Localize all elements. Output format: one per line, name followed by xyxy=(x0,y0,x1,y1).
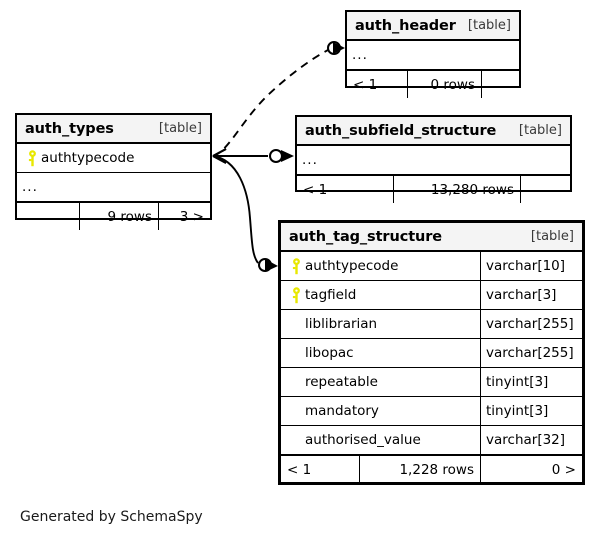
column-name-text: tagfield xyxy=(305,287,357,303)
footer-row-count: 0 rows xyxy=(407,71,481,98)
footer-parent-count: < 1 xyxy=(353,76,378,93)
table-title: auth_header xyxy=(355,17,456,34)
column-name-cell: libopac xyxy=(281,339,480,367)
table-header-auth-tag-structure: auth_tag_structure [table] xyxy=(281,223,582,252)
footer-child-count: 3 > xyxy=(158,203,210,230)
table-auth-subfield-structure[interactable]: auth_subfield_structure [table] ... < 1 … xyxy=(295,115,572,203)
primary-key-icon xyxy=(23,149,41,167)
footer-parent-count xyxy=(17,203,79,230)
table-footer: < 1 13,280 rows xyxy=(297,175,570,203)
table-footer: 9 rows 3 > xyxy=(17,202,210,230)
table-type-tag: [table] xyxy=(530,229,574,244)
column-name-cell: authtypecode xyxy=(17,144,210,172)
table-type-tag: [table] xyxy=(158,121,202,136)
column-type-cell: tinyint[3] xyxy=(480,368,582,396)
footer-row-count: 13,280 rows xyxy=(393,176,520,203)
column-name-text: liblibrarian xyxy=(305,316,378,332)
column-name-text: mandatory xyxy=(305,403,379,419)
table-title: auth_subfield_structure xyxy=(305,122,497,139)
primary-key-icon xyxy=(287,286,305,304)
table-footer: < 1 1,228 rows 0 > xyxy=(281,455,582,483)
footer-parent-count: < 1 xyxy=(303,181,328,198)
table-row[interactable]: repeatable tinyint[3] xyxy=(281,368,582,397)
table-row[interactable]: libopac varchar[255] xyxy=(281,339,582,368)
column-name-text: repeatable xyxy=(305,374,378,390)
footer-child-count xyxy=(481,71,519,98)
column-name-text: authtypecode xyxy=(305,258,399,274)
table-header-auth-header: auth_header [table] xyxy=(347,12,519,41)
column-name-text: authorised_value xyxy=(305,432,421,448)
table-auth-types[interactable]: auth_types [table] authtypecode ... 9 ro xyxy=(15,113,212,230)
column-row[interactable]: authtypecode xyxy=(17,144,210,173)
table-title: auth_tag_structure xyxy=(289,228,443,245)
edge-auth-types-auth-subfield-structure xyxy=(212,148,294,164)
column-type-cell: varchar[255] xyxy=(480,310,582,338)
column-type-cell: varchar[255] xyxy=(480,339,582,367)
columns-collapsed-indicator[interactable]: ... xyxy=(17,173,210,202)
table-auth-tag-structure[interactable]: auth_tag_structure [table] authtypecode … xyxy=(278,220,585,485)
column-name-cell: mandatory xyxy=(281,397,480,425)
diagram-caption: Generated by SchemaSpy xyxy=(20,509,203,525)
column-type-cell: varchar[10] xyxy=(480,252,582,280)
column-name-cell: liblibrarian xyxy=(281,310,480,338)
column-type-cell: varchar[3] xyxy=(480,281,582,309)
table-type-tag: [table] xyxy=(467,18,511,33)
footer-row-count: 9 rows xyxy=(79,203,158,230)
column-name-cell: authtypecode xyxy=(281,252,480,280)
columns-collapsed-indicator[interactable]: ... xyxy=(347,41,519,70)
table-type-tag: [table] xyxy=(518,123,562,138)
table-row[interactable]: tagfield varchar[3] xyxy=(281,281,582,310)
column-name-text: libopac xyxy=(305,345,354,361)
column-type-cell: varchar[32] xyxy=(480,426,582,454)
table-row[interactable]: authtypecode varchar[10] xyxy=(281,252,582,281)
table-auth-header[interactable]: auth_header [table] ... < 1 0 rows xyxy=(345,10,521,98)
edge-auth-types-auth-tag-structure xyxy=(212,155,278,272)
table-row[interactable]: liblibrarian varchar[255] xyxy=(281,310,582,339)
primary-key-icon xyxy=(287,257,305,275)
column-name-text: authtypecode xyxy=(41,150,135,166)
footer-row-count: 1,228 rows xyxy=(359,456,480,483)
table-row[interactable]: mandatory tinyint[3] xyxy=(281,397,582,426)
column-name-cell: authorised_value xyxy=(281,426,480,454)
footer-parent-count: < 1 xyxy=(287,461,312,478)
footer-child-count xyxy=(520,176,570,203)
table-row[interactable]: authorised_value varchar[32] xyxy=(281,426,582,455)
table-header-auth-types: auth_types [table] xyxy=(17,115,210,144)
column-name-cell: repeatable xyxy=(281,368,480,396)
column-type-cell: tinyint[3] xyxy=(480,397,582,425)
table-title: auth_types xyxy=(25,120,114,137)
columns-collapsed-indicator[interactable]: ... xyxy=(297,146,570,175)
table-footer: < 1 0 rows xyxy=(347,70,519,98)
column-name-cell: tagfield xyxy=(281,281,480,309)
table-header-auth-subfield-structure: auth_subfield_structure [table] xyxy=(297,117,570,146)
footer-child-count: 0 > xyxy=(480,456,582,483)
